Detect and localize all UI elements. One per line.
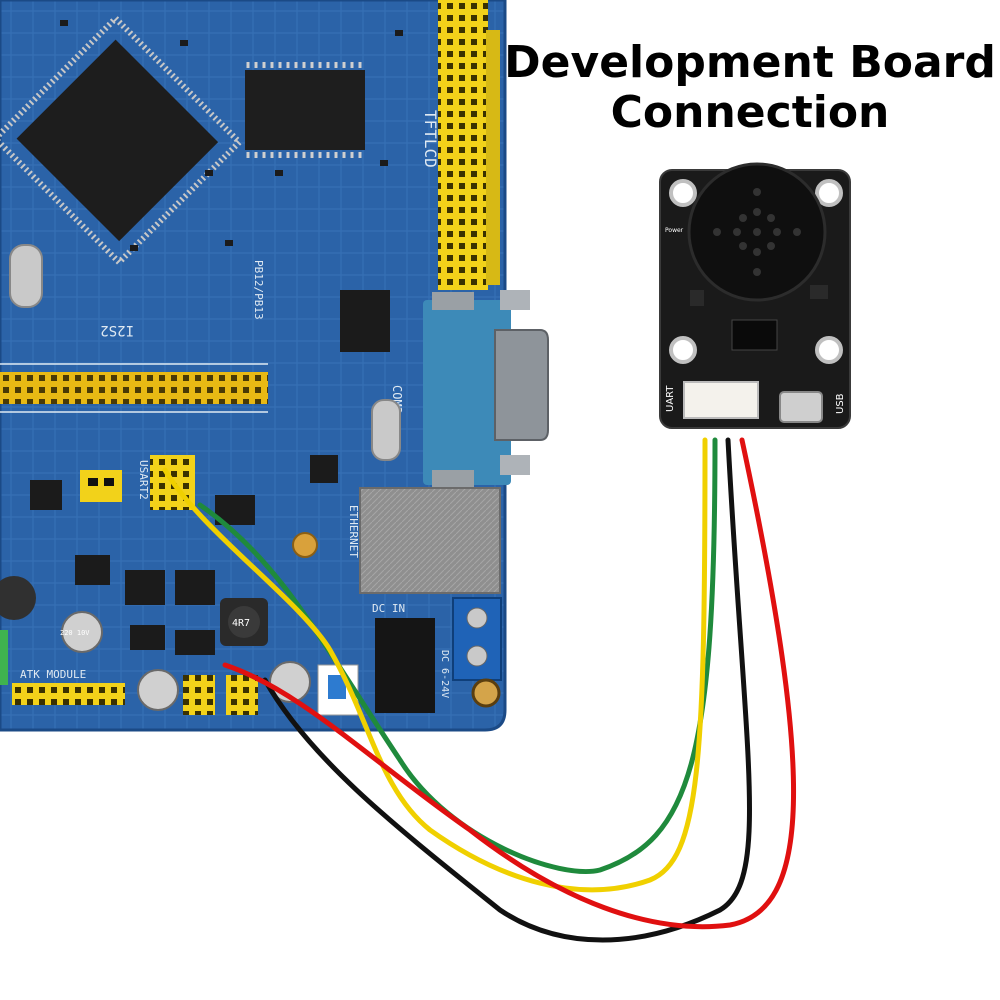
ethernet-shield [359,487,501,594]
screw-terminal [452,597,502,681]
wire-yellow [162,437,708,893]
i2s-pins-label: PB12/PB13 [252,260,265,320]
caption-line-1: Development Board [504,37,996,88]
brass-standoff [292,532,318,558]
i2s-silk-label: I2S2 [100,322,134,338]
db9-connector [423,290,549,488]
caption-line-2: Connection [610,87,890,138]
electrolytic-capacitors [0,576,311,711]
usb-label: USB [835,393,846,414]
uart-connector [683,381,759,419]
power-inductor [220,598,268,646]
wire-red [222,437,797,930]
module-mount-hole [815,179,843,207]
ethernet-silk-label: ETHERNET [347,505,360,558]
uart-label: UART [665,385,676,412]
crystal-2 [371,399,401,461]
wire-black [262,437,753,943]
led-strip [0,630,8,685]
dc-jack [375,618,435,713]
atk-module-label: ATK MODULE [20,668,86,681]
module-mount-hole [815,336,843,364]
jumper-wires [162,437,797,943]
voltage-label: DC 6-24V [439,650,450,698]
usb-c-port [779,391,823,423]
development-board: TFTLCD I2S2 PB12/PB13 COM3 ETHERNET [0,0,549,732]
mcu-chip [0,14,244,267]
module-mount-hole [669,179,697,207]
crystal [9,244,43,308]
lcd-header [438,0,500,290]
caption: Development Board Connection [500,38,1000,138]
speaker-module: UART USB Power [659,162,851,429]
gpio-header-row [0,363,268,413]
power-label: Power [665,227,684,234]
lcd-silk-label: TFTLCD [421,110,440,168]
module-mount-hole [669,336,697,364]
smd-components [30,20,403,655]
memory-chip [245,62,365,158]
inductor-label: 4R7 [232,618,250,629]
speaker-icon [687,162,827,302]
mounting-hole [471,678,501,708]
cap-label: 220 10V [60,629,90,637]
usart-silk-label: USART2 [137,460,150,500]
atk-module-header [12,675,258,715]
dc-in-label: DC IN [372,602,405,615]
